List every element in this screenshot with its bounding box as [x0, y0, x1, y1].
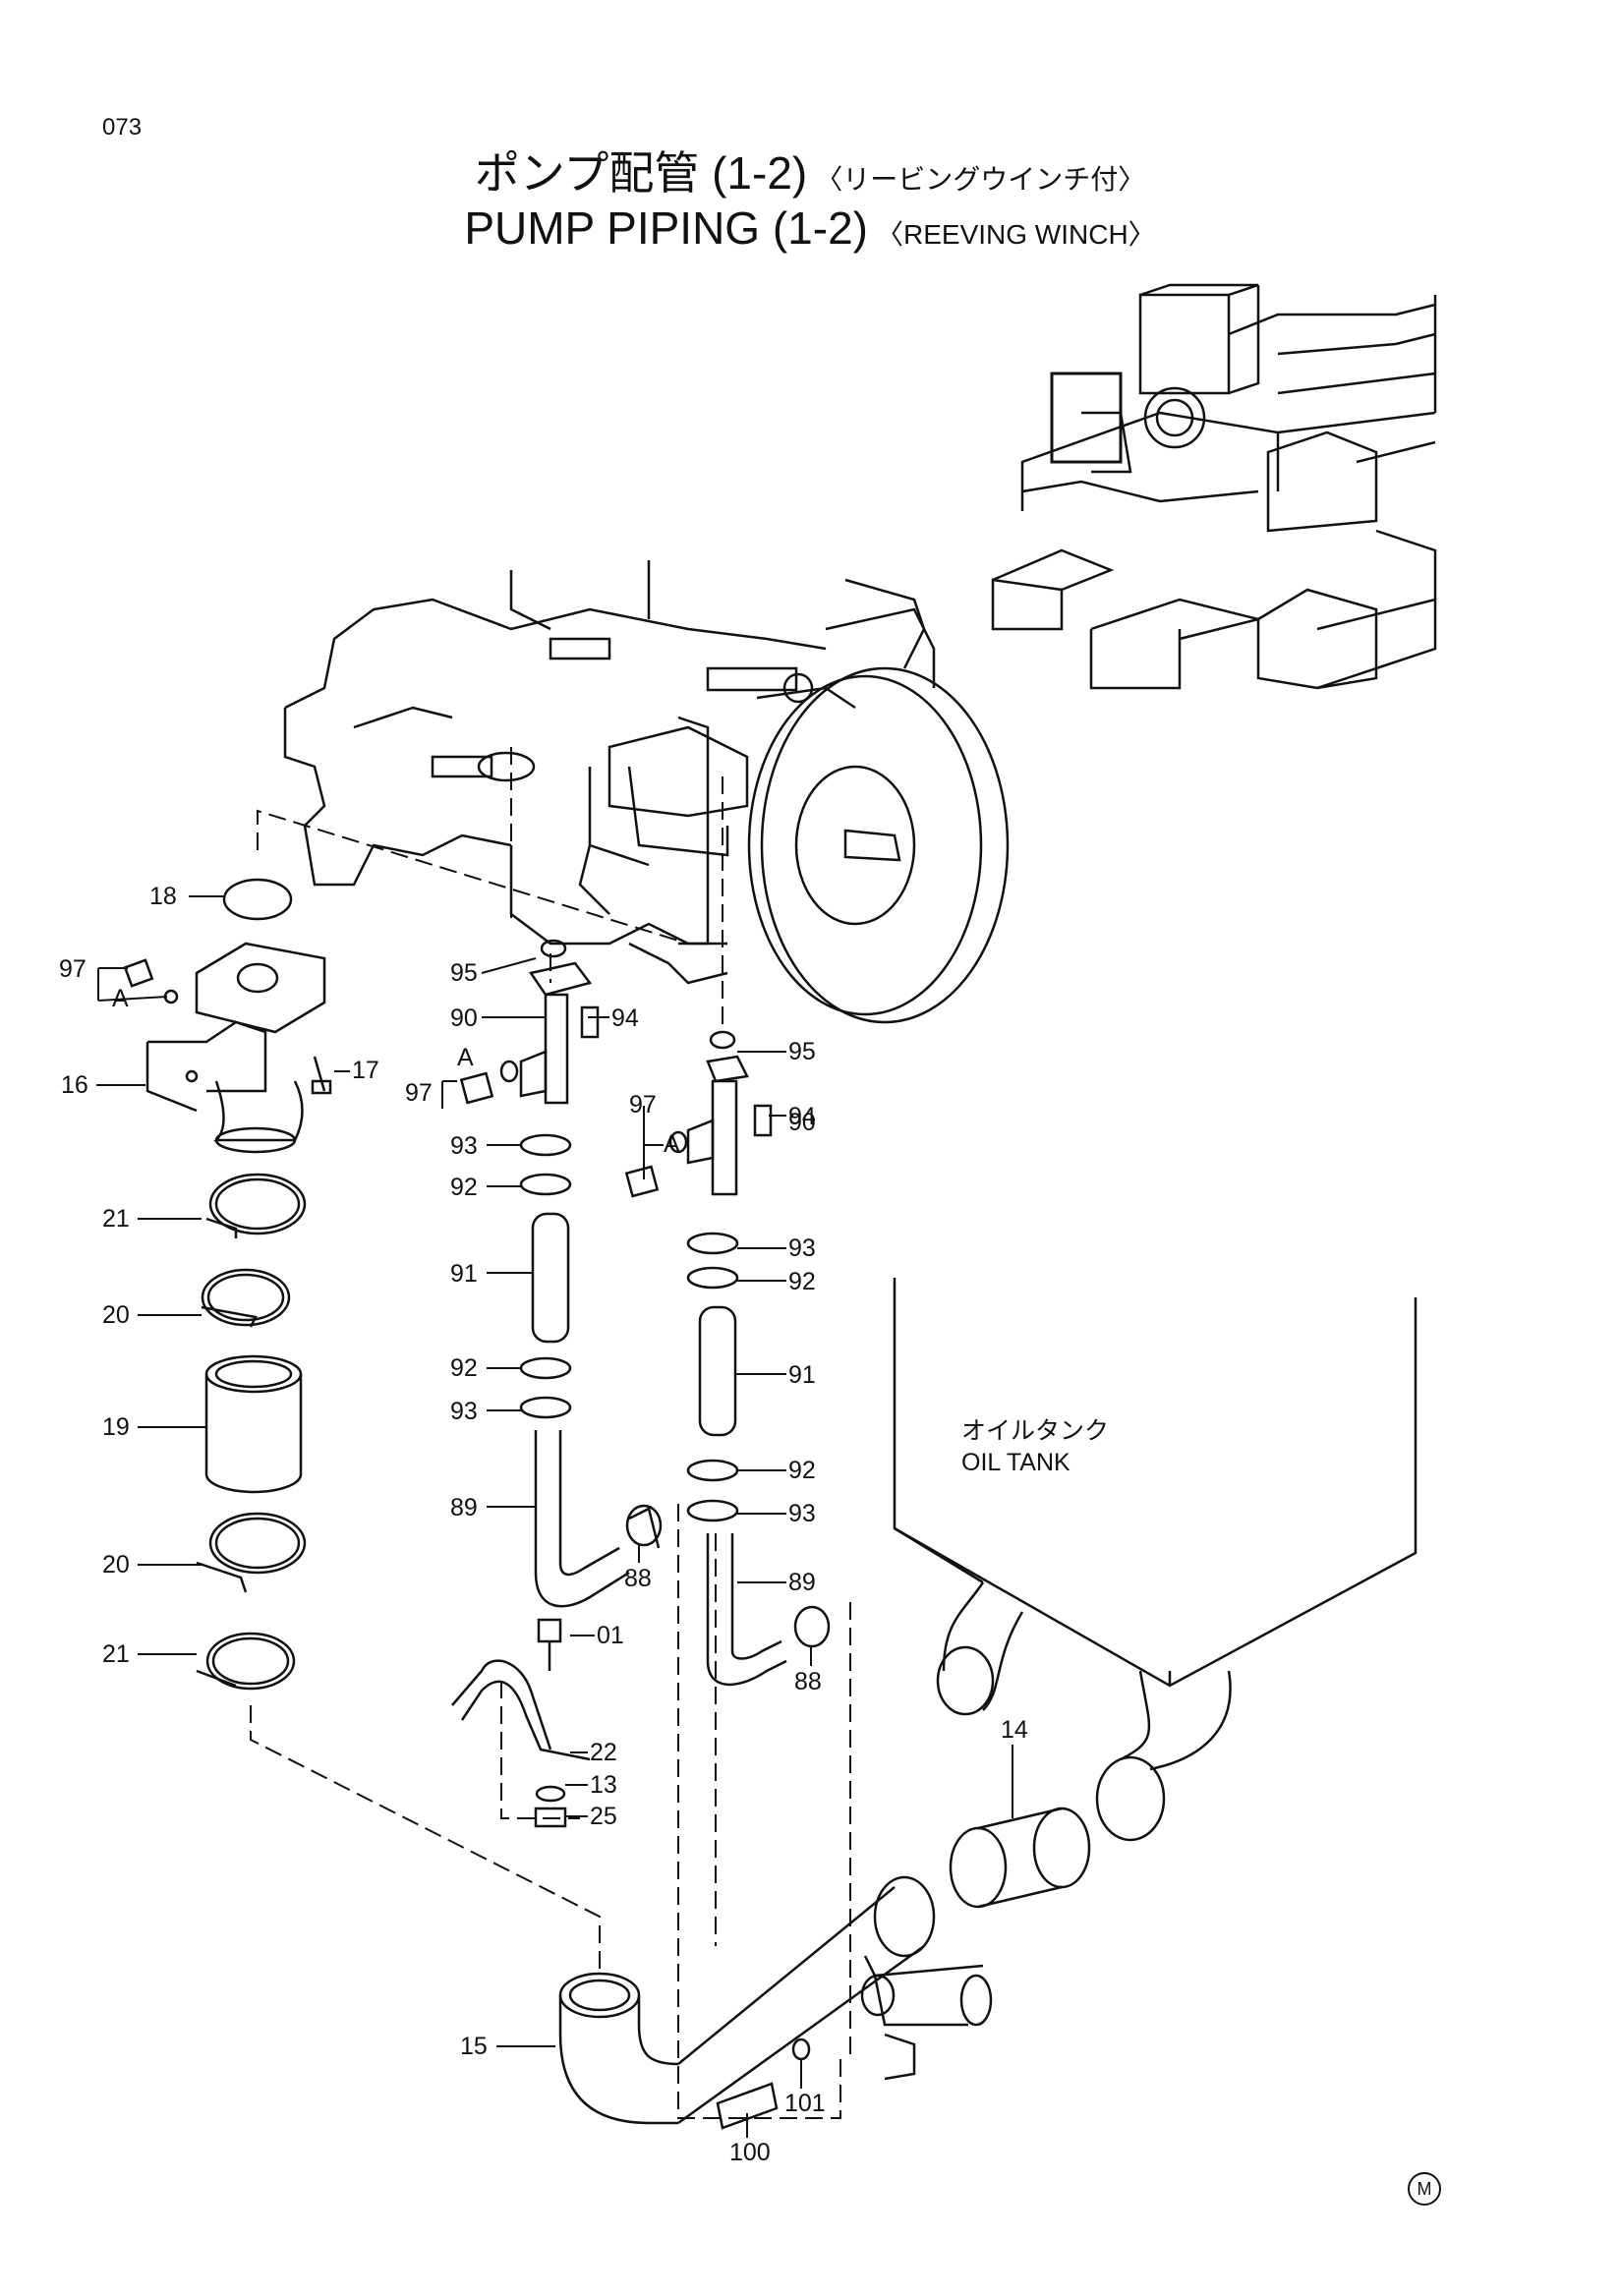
- callout-label: 97: [59, 955, 87, 983]
- callout-label: 93: [788, 1234, 816, 1262]
- callout-label: 14: [1001, 1716, 1028, 1744]
- callout-label: 88: [624, 1565, 652, 1592]
- callout-label: 89: [450, 1494, 478, 1521]
- callout-label: 93: [450, 1398, 478, 1425]
- oil-tank-label: オイルタンク OIL TANK: [961, 1415, 1109, 1478]
- callout-label: 92: [450, 1354, 478, 1382]
- callout-label: 95: [788, 1038, 816, 1065]
- callout-label: 101: [784, 2090, 826, 2117]
- page-number: 073: [102, 114, 143, 141]
- callout-label: 92: [788, 1457, 816, 1484]
- title-japanese: ポンプ配管 (1-2)〈リービングウインチ付〉: [0, 138, 1620, 202]
- leader-lines: [250, 747, 851, 2119]
- callout-label: 22: [590, 1739, 617, 1766]
- callout-label: 88: [794, 1668, 822, 1695]
- callout-label: 92: [788, 1268, 816, 1295]
- title-jp-main: ポンプ配管 (1-2): [474, 147, 808, 199]
- callout-label: 90: [450, 1004, 478, 1032]
- callout-label: 17: [352, 1057, 379, 1084]
- callout-label: 90: [788, 1109, 816, 1136]
- callout-label: 92: [450, 1174, 478, 1201]
- callout-label: 20: [102, 1551, 130, 1578]
- hydraulic-pump: [283, 560, 1010, 1024]
- oil-tank-label-en: OIL TANK: [961, 1449, 1070, 1476]
- callout-label: 25: [590, 1803, 617, 1830]
- callout-label: 100: [729, 2139, 771, 2166]
- callout-label: 94: [611, 1004, 639, 1032]
- callout-label: 93: [450, 1132, 478, 1160]
- callout-label: 21: [102, 1640, 130, 1668]
- callout-label: 91: [450, 1260, 478, 1288]
- callout-label: 16: [61, 1071, 88, 1099]
- title-en-main: PUMP PIPING (1-2): [464, 202, 868, 254]
- oil-tank: [893, 1278, 1418, 1842]
- title-en-sub: 〈REEVING WINCH〉: [876, 219, 1156, 250]
- callout-label: 89: [788, 1569, 816, 1596]
- callout-label: 93: [788, 1500, 816, 1527]
- title-jp-sub: 〈リービングウインチ付〉: [815, 164, 1146, 195]
- callout-label: 91: [788, 1361, 816, 1389]
- left-branch-parts: [451, 939, 663, 1828]
- right-branch-parts: [624, 1030, 831, 1687]
- callout-label: 18: [149, 883, 177, 910]
- callout-label: A: [112, 985, 129, 1012]
- callout-label: 01: [597, 1622, 624, 1649]
- callout-label: 94: [788, 1103, 816, 1130]
- callout-label: 20: [102, 1301, 130, 1329]
- callout-leaders: [96, 895, 1013, 2138]
- machine-frame-inset: [991, 283, 1437, 690]
- callout-label: A: [457, 1044, 474, 1071]
- callout-label: 97: [629, 1091, 657, 1119]
- suction-parts: [123, 878, 1091, 2130]
- title-english: PUMP PIPING (1-2) 〈REEVING WINCH〉: [0, 201, 1620, 255]
- callout-label: 13: [590, 1771, 617, 1799]
- oil-tank-label-jp: オイルタンク: [961, 1417, 1110, 1445]
- callout-label: 21: [102, 1205, 130, 1233]
- callout-label: 95: [450, 959, 478, 987]
- callout-label: A: [664, 1130, 680, 1158]
- callout-label: 15: [460, 2033, 488, 2060]
- corner-mark: M: [1408, 2172, 1441, 2206]
- callout-label: 19: [102, 1413, 130, 1441]
- callout-label: 97: [405, 1079, 433, 1107]
